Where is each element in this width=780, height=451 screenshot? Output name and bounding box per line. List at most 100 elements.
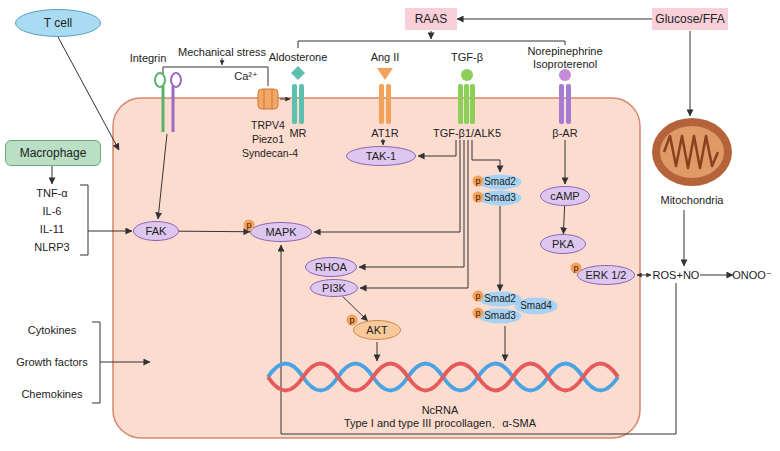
- phospho-circle: p: [243, 219, 255, 231]
- arrow-line: [684, 210, 685, 266]
- node-text: Glucose/FFA: [655, 13, 724, 25]
- protein-ellipse: AKT: [353, 320, 401, 340]
- node-shape: [571, 263, 582, 274]
- receptor-symbol: [292, 84, 297, 124]
- arrow-line: [431, 31, 432, 39]
- text-label: Integrin: [130, 53, 167, 64]
- arrow-line: [52, 166, 53, 184]
- mitochondria-inner: [660, 126, 724, 178]
- text-label: Syndecan-4: [242, 148, 298, 159]
- text-label: Ca²⁺: [234, 71, 258, 82]
- receptor-symbol: [299, 84, 304, 124]
- node-shape: [541, 187, 590, 206]
- text-label: IL-6: [43, 206, 62, 217]
- protein-ellipse: ERK 1/2: [577, 265, 635, 285]
- node-text: cAMP: [550, 191, 579, 202]
- node-shape: [515, 298, 558, 315]
- dna-strand: [268, 364, 618, 391]
- arrow-line: [565, 140, 566, 184]
- node-text: PI3K: [322, 283, 346, 294]
- node-text: PKA: [552, 239, 574, 250]
- arrow-connector: [179, 231, 250, 233]
- node-text: p: [475, 193, 480, 202]
- text-label: Type I and type III procollagen、α-SMA: [344, 418, 536, 429]
- arrow-line: [377, 342, 378, 361]
- cell-type-box: Macrophage: [5, 140, 101, 166]
- integrin-symbol: [162, 86, 165, 132]
- node-text: TAK-1: [366, 151, 396, 162]
- double-arrow-line: [637, 275, 651, 276]
- node-text: Smad2: [484, 294, 516, 304]
- factor-box: Glucose/FFA: [652, 8, 728, 30]
- text-label: TRPV4: [251, 120, 285, 131]
- node-shape: [251, 223, 312, 242]
- cell-type-ellipse: T cell: [15, 9, 101, 37]
- arrow-line: [314, 140, 460, 232]
- protein-ellipse: PKA: [540, 234, 586, 254]
- bracket-line: [80, 185, 88, 255]
- protein-ellipse: cAMP: [540, 186, 590, 206]
- node-text: RAAS: [415, 13, 448, 25]
- protein-ellipse: Smad3: [478, 308, 522, 324]
- receptor-symbol: [379, 84, 384, 124]
- node-shape: [16, 10, 101, 37]
- dna-strand: [268, 364, 618, 391]
- node-text: p: [349, 316, 354, 325]
- text-label: Cytokines: [28, 325, 76, 336]
- phospho-circle: p: [472, 307, 484, 319]
- node-shape: [347, 315, 358, 326]
- node-shape: [311, 280, 358, 297]
- arrow-connector: [457, 19, 652, 20]
- bracket-line: [163, 67, 268, 86]
- text-label: MR: [289, 128, 306, 139]
- node-shape: [347, 147, 416, 166]
- node-shape: [306, 258, 357, 277]
- protein-ellipse: RHOA: [305, 257, 357, 277]
- text-label: Chemokines: [21, 389, 82, 400]
- node-shape: [473, 308, 484, 319]
- text-label: Mitochondria: [661, 195, 724, 206]
- text-label: IL-11: [40, 224, 64, 235]
- channel-symbol: [258, 89, 278, 109]
- text-label: TGF-β: [451, 52, 483, 63]
- arrow-line: [222, 58, 223, 65]
- text-label: TGF-β1/ALK5: [433, 128, 501, 139]
- node-shape: [473, 176, 484, 187]
- arrow-line: [700, 275, 733, 276]
- arrow-line: [100, 362, 150, 363]
- arrow-line: [88, 231, 132, 232]
- receptor-symbol: [559, 84, 564, 124]
- node-shape: [479, 175, 522, 190]
- arrow-connector: [500, 206, 501, 291]
- node-text: T cell: [44, 17, 72, 29]
- node-shape: [541, 235, 586, 254]
- arrow-line: [505, 326, 506, 361]
- receptor-symbol: [464, 84, 469, 124]
- node-shape: [244, 220, 255, 231]
- mitochondria-cristae: [664, 136, 718, 168]
- integrin-symbol: [155, 73, 165, 87]
- node-text: ERK 1/2: [586, 270, 627, 281]
- phospho-circle: p: [346, 314, 358, 326]
- text-label: Norepinephrine: [527, 46, 602, 57]
- ligand-symbol: [377, 68, 393, 80]
- text-label: Piezo1: [252, 134, 284, 145]
- arrow-line: [383, 139, 384, 145]
- phospho-circle: p: [570, 262, 582, 274]
- text-label: Mechanical stress: [178, 47, 266, 58]
- ligand-symbol: [461, 69, 473, 81]
- receptor-symbol: [566, 84, 571, 124]
- mitochondria-outer: [652, 118, 732, 186]
- node-text: Smad2: [484, 177, 516, 187]
- phospho-circle: p: [472, 290, 484, 302]
- bracket-line: [92, 322, 100, 403]
- integrin-symbol: [172, 86, 175, 132]
- phospho-circle: p: [472, 175, 484, 187]
- node-text: p: [475, 177, 480, 186]
- ligand-symbol: [559, 69, 571, 81]
- protein-ellipse: FAK: [133, 221, 179, 241]
- arrow-line: [472, 140, 500, 172]
